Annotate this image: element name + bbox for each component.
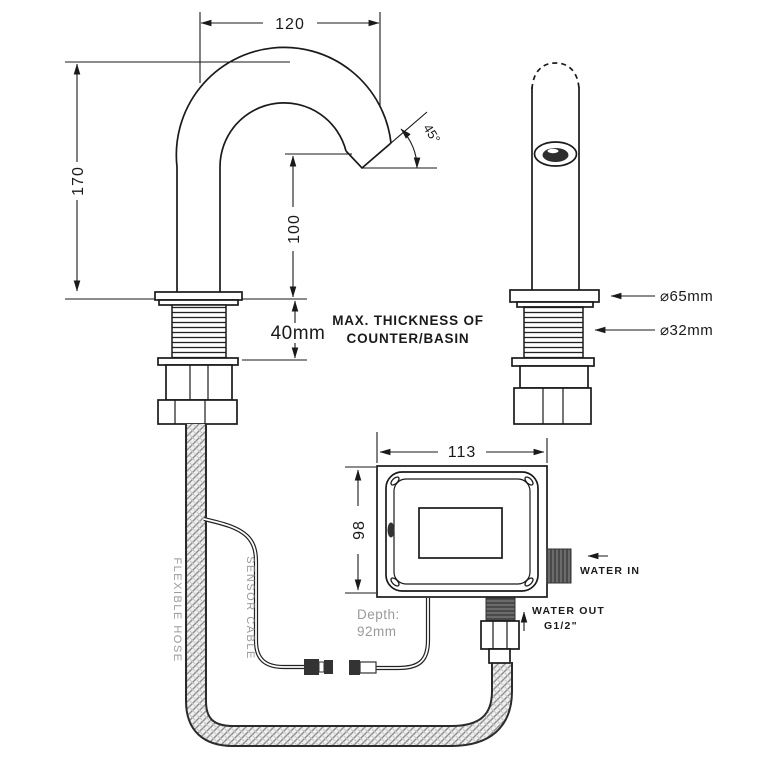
dim-113-label: 113 — [448, 444, 477, 461]
depth-value: 92mm — [357, 624, 397, 639]
front-washer — [511, 357, 595, 367]
dim-98-label: 98 — [351, 520, 368, 540]
base-flange — [154, 291, 243, 301]
dim-65mm-label: ⌀65mm — [660, 288, 713, 305]
hex-nut — [157, 399, 238, 425]
water-out-thread-label: G1/2" — [544, 620, 578, 632]
cable-socket — [349, 660, 360, 675]
note-line-2: COUNTER/BASIN — [347, 331, 470, 346]
dimension-box-width: 113 — [376, 432, 548, 463]
corner-screw — [390, 577, 400, 587]
flexible-hose-outline — [185, 424, 513, 747]
water-in-label: WATER IN — [580, 565, 640, 577]
corner-screw — [524, 476, 534, 486]
sensor-window-outline — [533, 141, 578, 167]
front-flange — [509, 289, 600, 303]
dim-40mm-label: 40mm — [271, 323, 326, 344]
front-threaded-shank — [523, 306, 584, 359]
corner-screw — [390, 476, 400, 486]
sensor-cable-assembly: SENSOR CABLE — [203, 516, 431, 675]
faucet-side-view — [65, 46, 392, 425]
hose-collar — [488, 648, 511, 664]
cable-plug-tip — [324, 660, 333, 674]
control-box-cover-inner — [393, 478, 531, 585]
sensor-cable-core — [376, 598, 429, 669]
note-max-thickness: MAX. THICKNESS OF COUNTER/BASIN — [332, 313, 484, 346]
water-out-label: WATER OUT — [532, 605, 605, 617]
cover-notch — [387, 522, 395, 538]
note-line-1: MAX. THICKNESS OF — [332, 313, 484, 328]
threaded-shank — [171, 304, 227, 359]
cable-socket-body — [359, 661, 377, 674]
spout-inner-curve — [219, 102, 347, 292]
dimension-outlet-height: 100 — [285, 153, 352, 298]
dimension-spout-reach: 120 — [199, 12, 381, 107]
flexible-hose-assembly: FLEXIBLE HOSE — [171, 424, 513, 747]
water-out-port — [485, 597, 516, 622]
control-box-cover — [385, 471, 539, 592]
cap-dashed-arc — [531, 62, 580, 90]
dimension-flange-diameter: ⌀65mm — [610, 288, 713, 305]
hose-hex-fitting — [480, 620, 520, 650]
battery-cover — [418, 507, 503, 559]
dimension-spout-height: 170 — [65, 61, 290, 292]
washer — [157, 357, 239, 366]
locknut-body — [165, 364, 233, 401]
dimension-shank-diameter: ⌀32mm — [594, 322, 713, 339]
sensor-cable-core — [203, 518, 304, 668]
flexible-hose-label: FLEXIBLE HOSE — [171, 557, 183, 662]
sensor-highlight — [547, 148, 559, 154]
label-water-out: WATER OUT G1/2" — [520, 605, 605, 632]
dimension-box-height: 98 — [345, 466, 376, 594]
label-water-in: WATER IN — [580, 552, 640, 577]
dim-100-label: 100 — [286, 214, 303, 244]
flexible-hose — [187, 424, 511, 745]
spout-outlet-cut — [345, 142, 392, 170]
front-hex-nut — [513, 387, 592, 425]
dim-120-label: 120 — [275, 16, 305, 33]
dim-45-label: 45° — [420, 121, 443, 146]
cable-plug-band — [318, 661, 325, 673]
control-box-outer — [376, 465, 548, 598]
spout-outer-curve — [175, 46, 392, 292]
dimension-counter-thickness: 40mm — [271, 300, 326, 359]
water-in-port — [546, 548, 572, 584]
front-locknut-body — [519, 365, 589, 389]
dimension-outlet-angle: 45° — [361, 111, 443, 169]
depth-label: Depth: — [357, 607, 400, 622]
cable-plug — [304, 659, 319, 675]
dim-170-label: 170 — [70, 166, 87, 196]
control-box — [376, 465, 572, 664]
dim-32mm-label: ⌀32mm — [660, 322, 713, 339]
note-depth: Depth: 92mm — [357, 607, 400, 639]
sensor-cable-label: SENSOR CABLE — [244, 556, 256, 660]
faucet-front-view — [509, 62, 600, 425]
corner-screw — [524, 577, 534, 587]
